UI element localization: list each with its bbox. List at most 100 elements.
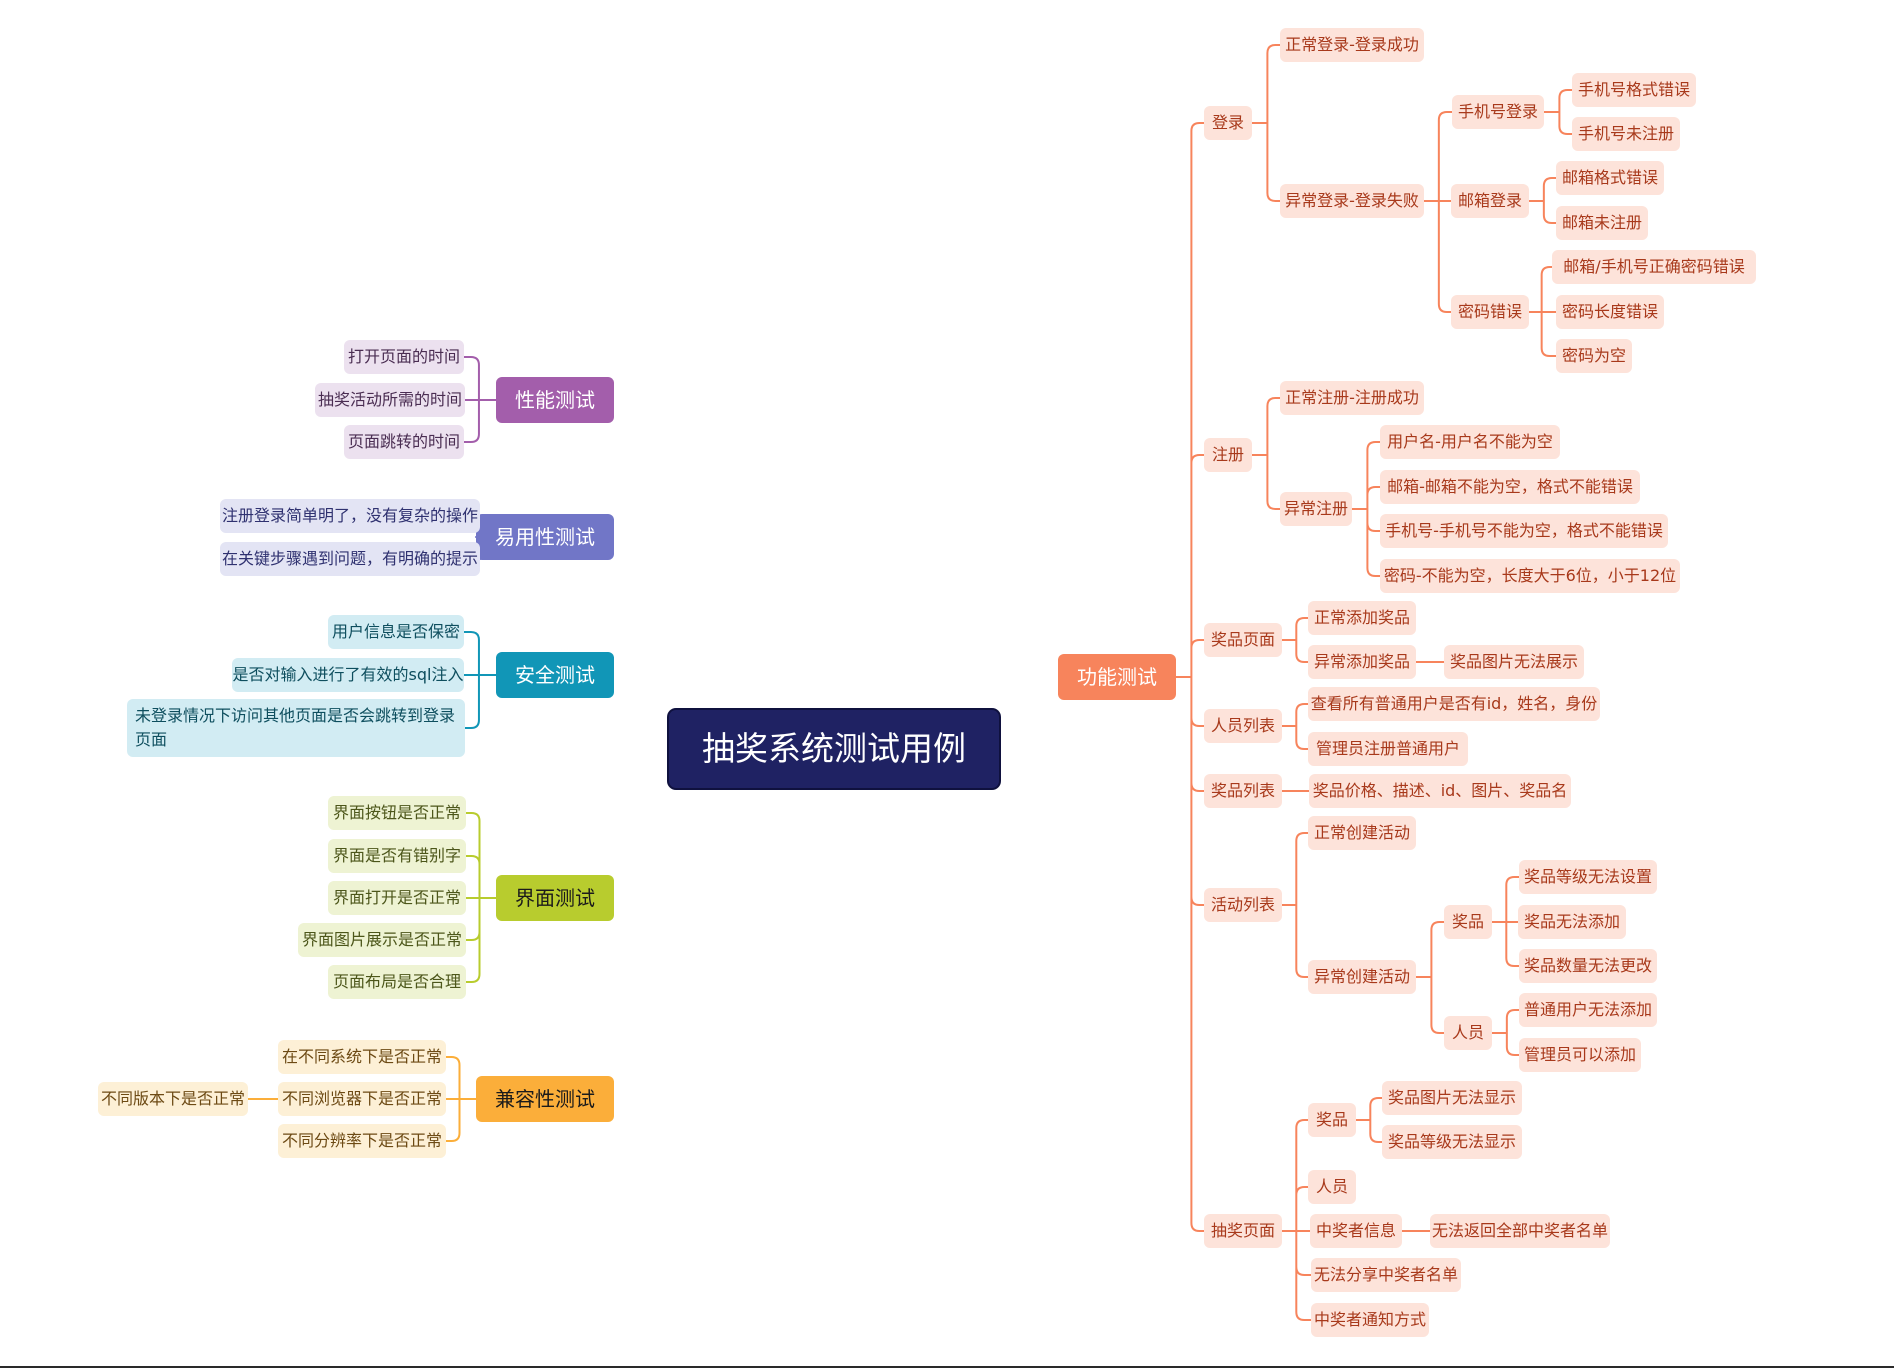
node-people-list[interactable]: 人员列表 — [1204, 709, 1282, 743]
node-register-normal[interactable]: 正常注册-注册成功 — [1280, 381, 1424, 415]
branch-compatibility-testing[interactable]: 兼容性测试 — [476, 1076, 614, 1122]
node-ui-layout[interactable]: 页面布局是否合理 — [328, 965, 466, 999]
link-activity-person-children — [1491, 1009, 1520, 1056]
node-prize-list[interactable]: 奖品列表 — [1204, 774, 1282, 808]
link-login-children — [1251, 44, 1281, 202]
link-security-children — [463, 631, 497, 729]
node-register[interactable]: 注册 — [1204, 438, 1252, 472]
node-activity-person[interactable]: 人员 — [1444, 1016, 1492, 1050]
node-login-normal[interactable]: 正常登录-登录成功 — [1280, 28, 1424, 62]
node-activity-abnormal[interactable]: 异常创建活动 — [1308, 960, 1416, 994]
branch-performance-testing[interactable]: 性能测试 — [496, 377, 614, 423]
link-draw-prize-children — [1355, 1097, 1383, 1143]
node-password-empty[interactable]: 密码为空 — [1556, 339, 1632, 373]
node-login-email[interactable]: 邮箱登录 — [1451, 184, 1529, 218]
link-email-children — [1528, 177, 1557, 224]
node-prize-add-fail[interactable]: 奖品无法添加 — [1518, 905, 1626, 939]
node-register-username[interactable]: 用户名-用户名不能为空 — [1380, 425, 1560, 459]
central-topic[interactable]: 抽奖系统测试用例 — [669, 710, 999, 788]
node-sec-login-redirect[interactable]: 未登录情况下访问其他页面是否会跳转到登录页面 — [127, 699, 465, 757]
node-draw-share[interactable]: 无法分享中奖者名单 — [1311, 1258, 1461, 1292]
node-sec-user-info[interactable]: 用户信息是否保密 — [328, 615, 464, 649]
1099 — [614, 788, 808, 1099]
677 — [974, 677, 1058, 711]
node-register-phone[interactable]: 手机号-手机号不能为空，格式不能错误 — [1380, 514, 1668, 548]
node-ui-typos[interactable]: 界面是否有错别字 — [328, 839, 466, 873]
node-person-add-fail[interactable]: 普通用户无法添加 — [1519, 993, 1657, 1027]
node-usab-simple-login[interactable]: 注册登录简单明了，没有复杂的操作 — [220, 499, 480, 533]
node-compat-resolutions[interactable]: 不同分辨率下是否正常 — [278, 1124, 446, 1158]
node-ui-open[interactable]: 界面打开是否正常 — [328, 881, 466, 915]
node-prize-page[interactable]: 奖品页面 — [1204, 623, 1282, 657]
link-performance-children — [463, 356, 497, 443]
link-prize-page-children — [1281, 617, 1309, 663]
node-sec-sql-injection[interactable]: 是否对输入进行了有效的sql注入 — [232, 658, 464, 692]
branch-functional-testing[interactable]: 功能测试 — [1058, 654, 1176, 700]
node-password-wrong[interactable]: 邮箱/手机号正确密码错误 — [1552, 250, 1756, 284]
branch-security-testing[interactable]: 安全测试 — [496, 652, 614, 698]
link-activity-prize-children — [1491, 876, 1520, 967]
link-activity-abnormal-children — [1415, 921, 1445, 1034]
node-admin-register-user[interactable]: 管理员注册普通用户 — [1308, 732, 1468, 766]
node-register-password[interactable]: 密码-不能为空，长度大于6位，小于12位 — [1380, 559, 1680, 593]
link-register-children — [1251, 397, 1281, 510]
node-draw-prize-image[interactable]: 奖品图片无法显示 — [1382, 1081, 1522, 1115]
link-ui-children — [465, 812, 497, 983]
node-password-length-error[interactable]: 密码长度错误 — [1556, 295, 1664, 329]
node-compat-systems[interactable]: 在不同系统下是否正常 — [278, 1040, 446, 1074]
node-phone-unregistered[interactable]: 手机号未注册 — [1572, 117, 1680, 151]
branch-ui-testing[interactable]: 界面测试 — [496, 875, 614, 921]
node-compat-versions[interactable]: 不同版本下是否正常 — [98, 1082, 248, 1116]
node-draw-winner-list[interactable]: 无法返回全部中奖者名单 — [1430, 1214, 1610, 1248]
link-compat-children — [445, 1056, 477, 1142]
node-activity-list[interactable]: 活动列表 — [1204, 888, 1282, 922]
898 — [614, 786, 760, 898]
link-register-abnormal-children — [1351, 441, 1381, 577]
node-ui-images[interactable]: 界面图片展示是否正常 — [298, 923, 466, 957]
node-prize-add-abnormal[interactable]: 异常添加奖品 — [1308, 645, 1416, 679]
node-activity-prize[interactable]: 奖品 — [1444, 905, 1492, 939]
link-people-children — [1281, 703, 1309, 750]
link-draw-children — [1281, 1119, 1312, 1321]
node-perf-draw-time[interactable]: 抽奖活动所需的时间 — [315, 383, 465, 417]
link-login-abnormal-children — [1423, 111, 1453, 313]
node-compat-browsers[interactable]: 不同浏览器下是否正常 — [278, 1082, 446, 1116]
link-activity-children — [1281, 832, 1309, 978]
node-perf-page-open-time[interactable]: 打开页面的时间 — [344, 340, 464, 374]
branch-usability-testing[interactable]: 易用性测试 — [476, 514, 614, 560]
link-phone-children — [1543, 89, 1573, 135]
node-register-abnormal[interactable]: 异常注册 — [1280, 492, 1352, 526]
node-prize-qty-fail[interactable]: 奖品数量无法更改 — [1519, 949, 1657, 983]
node-draw-notify[interactable]: 中奖者通知方式 — [1311, 1303, 1429, 1337]
537 — [614, 537, 790, 712]
node-prize-list-fields[interactable]: 奖品价格、描述、id、图片、奖品名 — [1309, 774, 1571, 808]
node-phone-format-error[interactable]: 手机号格式错误 — [1572, 73, 1696, 107]
node-draw-page[interactable]: 抽奖页面 — [1204, 1214, 1282, 1248]
node-prize-level-unset[interactable]: 奖品等级无法设置 — [1519, 860, 1657, 894]
node-prize-image-not-shown[interactable]: 奖品图片无法展示 — [1444, 645, 1584, 679]
400 — [614, 400, 808, 710]
link-password-children — [1528, 266, 1557, 357]
node-register-email[interactable]: 邮箱-邮箱不能为空，格式不能错误 — [1380, 470, 1640, 504]
node-prize-add-normal[interactable]: 正常添加奖品 — [1308, 601, 1416, 635]
link-functional-children — [1175, 122, 1205, 1232]
node-login[interactable]: 登录 — [1204, 106, 1252, 140]
node-people-check-fields[interactable]: 查看所有普通用户是否有id，姓名，身份 — [1308, 687, 1600, 721]
node-activity-normal[interactable]: 正常创建活动 — [1308, 816, 1416, 850]
node-draw-prize[interactable]: 奖品 — [1308, 1103, 1356, 1137]
675 — [614, 675, 708, 712]
node-draw-person[interactable]: 人员 — [1308, 1170, 1356, 1204]
node-login-password[interactable]: 密码错误 — [1451, 295, 1529, 329]
node-perf-page-jump-time[interactable]: 页面跳转的时间 — [344, 425, 464, 459]
node-login-abnormal[interactable]: 异常登录-登录失败 — [1280, 184, 1424, 218]
node-draw-winner-info[interactable]: 中奖者信息 — [1310, 1214, 1402, 1248]
node-email-format-error[interactable]: 邮箱格式错误 — [1556, 161, 1664, 195]
node-admin-can-add[interactable]: 管理员可以添加 — [1519, 1038, 1641, 1072]
node-usab-clear-hint[interactable]: 在关键步骤遇到问题，有明确的提示 — [220, 542, 480, 576]
bottom-border — [0, 1366, 1894, 1368]
node-ui-buttons[interactable]: 界面按钮是否正常 — [328, 796, 466, 830]
node-email-unregistered[interactable]: 邮箱未注册 — [1556, 206, 1648, 240]
node-login-phone[interactable]: 手机号登录 — [1452, 95, 1544, 129]
node-draw-prize-level[interactable]: 奖品等级无法显示 — [1382, 1125, 1522, 1159]
